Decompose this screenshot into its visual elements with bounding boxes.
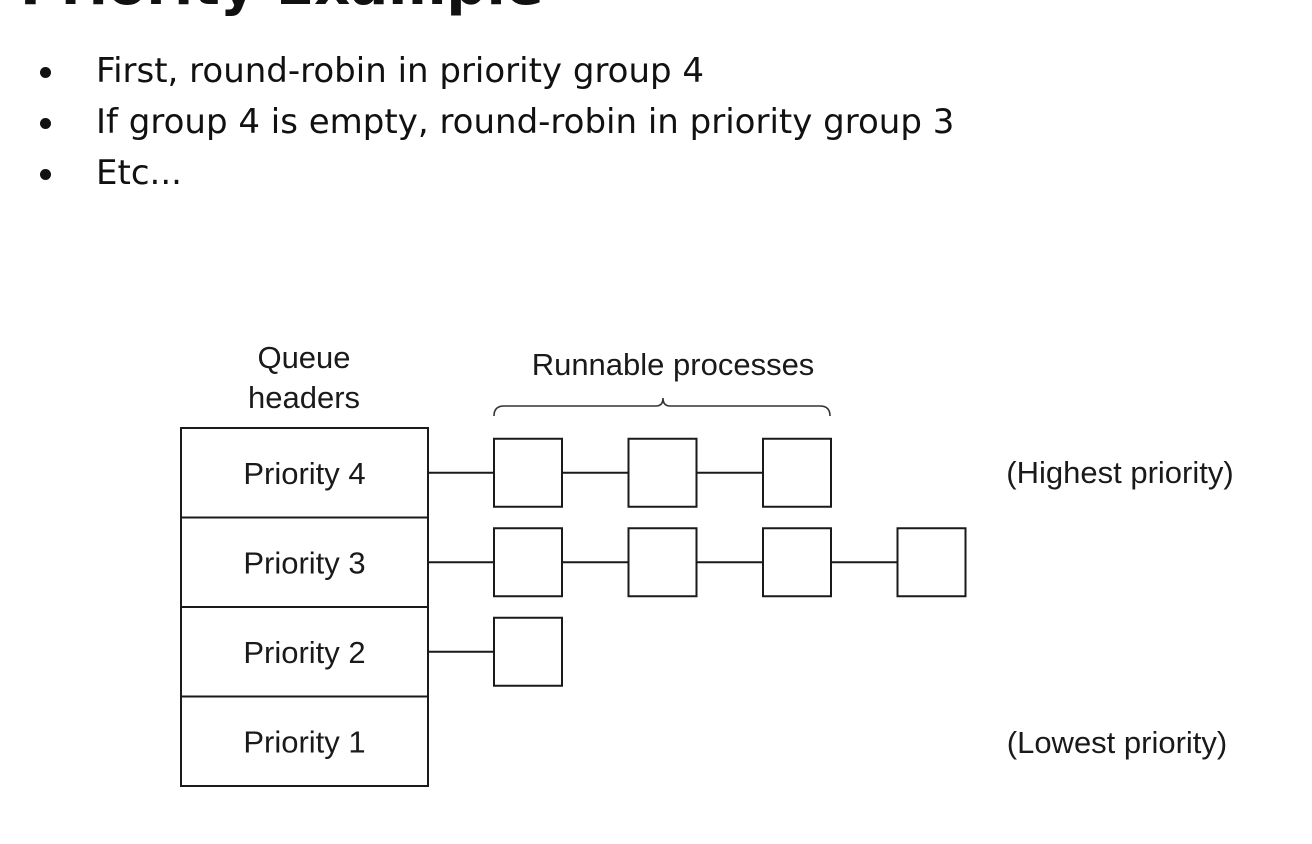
slide-title: Priority Example [20, 0, 544, 16]
process-box [627, 527, 698, 598]
queue-headers-label-line2: headers [248, 380, 360, 415]
highest-priority-label: (Highest priority) [1006, 455, 1233, 490]
bullet-dot-icon [40, 67, 51, 78]
process-box [762, 437, 832, 508]
bullet-text: If group 4 is empty, round-robin in prio… [96, 102, 955, 142]
runnable-processes-label: Runnable processes [532, 347, 815, 382]
process-box [627, 437, 698, 508]
queue-header-label: Priority 1 [243, 724, 365, 759]
queue-header-cell [180, 427, 429, 519]
process-box [493, 437, 563, 508]
queues-group: Priority 4 Priority 3 Priority 2 Priority 1 [180, 427, 967, 787]
process-box [896, 527, 967, 598]
runnable-brace [493, 397, 831, 417]
queue-header-cell [180, 695, 429, 787]
bullet-item: Etc... [36, 148, 954, 199]
queue-header-label: Priority 2 [243, 635, 365, 670]
queue-headers-label-line1: Queue [257, 340, 350, 375]
bullet-item: First, round-robin in priority group 4 [36, 46, 954, 97]
lowest-priority-label: (Lowest priority) [1007, 725, 1228, 760]
bullet-dot-icon [40, 169, 51, 180]
process-box [493, 616, 563, 687]
bullet-dot-icon [40, 118, 51, 129]
queue-header-label: Priority 3 [243, 545, 365, 580]
bullet-text: First, round-robin in priority group 4 [96, 51, 705, 91]
queue-header-cell [180, 606, 429, 698]
bullet-item: If group 4 is empty, round-robin in prio… [36, 97, 954, 148]
process-box [493, 527, 563, 598]
process-box [762, 527, 832, 598]
bullet-list: First, round-robin in priority group 4 I… [36, 46, 954, 199]
bullet-text: Etc... [96, 153, 182, 193]
queue-header-label: Priority 4 [243, 456, 365, 491]
queue-header-cell [180, 516, 429, 608]
